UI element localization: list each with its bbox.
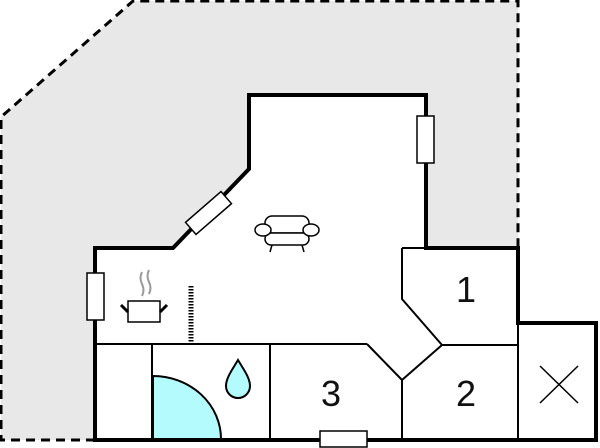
exterior-wall	[93, 93, 598, 442]
room-label-1: 1	[456, 269, 476, 310]
window-diagonal	[184, 190, 233, 236]
cooking-pot-icon	[119, 269, 169, 323]
sofa-icon	[254, 215, 320, 253]
outdoor-area	[1, 1, 518, 440]
windows	[86, 115, 435, 448]
room-label-3: 3	[321, 373, 341, 414]
window-bottom	[319, 430, 368, 448]
window-right-top	[416, 115, 435, 164]
plot-boundary	[0, 0, 520, 442]
water-drop-icon	[224, 358, 252, 399]
cross-icon	[539, 365, 579, 404]
room-label-2: 2	[456, 373, 476, 414]
window-left	[86, 272, 105, 321]
steam-icon	[139, 271, 145, 297]
shower-quarter-circle-icon	[152, 374, 223, 440]
interior	[95, 95, 596, 440]
